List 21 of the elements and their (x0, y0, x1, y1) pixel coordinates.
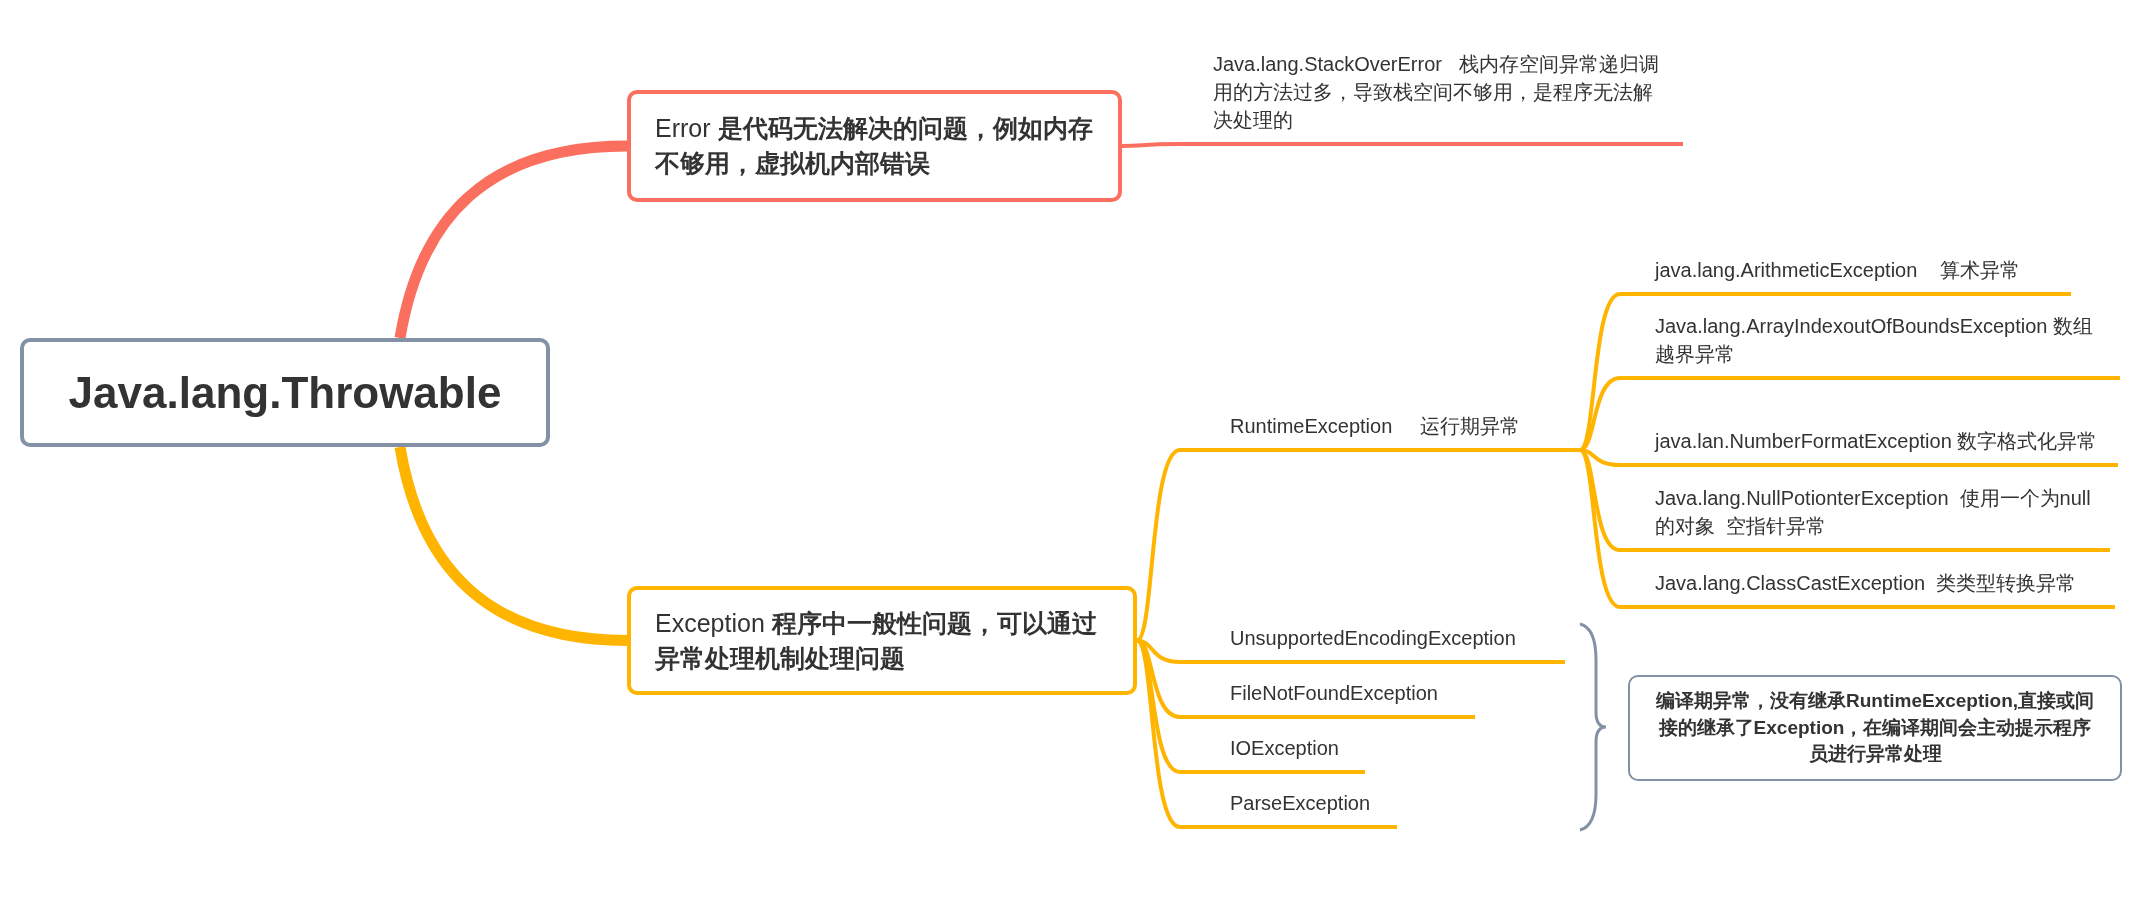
branch-topic: Java.lang.ClassCastException 类类型转换异常 (1620, 569, 2115, 609)
branch-topic: UnsupportedEncodingException (1180, 624, 1565, 664)
branch-topic: Java.lang.StackOverError 栈内存空间异常递归调用的方法过多，导致栈空间不够用，是程序无法解决处理的 (1180, 50, 1683, 146)
branch-topic: Java.lang.NullPotionterException 使用一个为null的对象 空指针异常 (1620, 484, 2110, 552)
branch-line (394, 445, 628, 646)
branch-line (1579, 376, 1621, 452)
branch-line (394, 140, 628, 340)
topic-box: Exception 程序中一般性问题，可以通过异常处理机制处理问题 (627, 586, 1137, 695)
note-box: 编译期异常，没有继承RuntimeException,直接或间接的继承了Exception，在编译期间会主动提示程序员进行异常处理 (1628, 675, 2122, 781)
branch-topic: ParseException (1180, 789, 1397, 829)
branch-topic: java.lang.ArithmeticException 算术异常 (1620, 256, 2071, 296)
branch-line (1122, 142, 1180, 148)
branch-topic: IOException (1180, 734, 1365, 774)
branch-topic: RuntimeException 运行期异常 (1180, 412, 1580, 452)
root-topic-box: Java.lang.Throwable (20, 338, 550, 447)
branch-topic: java.lan.NumberFormatException 数字格式化异常 (1620, 427, 2118, 467)
branch-line (1579, 448, 1621, 467)
branch-topic: FileNotFoundException (1180, 679, 1475, 719)
branch-topic: Java.lang.ArrayIndexoutOfBoundsException 数组越界异常 (1620, 312, 2120, 380)
branch-line (1135, 448, 1181, 642)
topic-box: Error 是代码无法解决的问题，例如内存不够用，虚拟机内部错误 (627, 90, 1122, 202)
